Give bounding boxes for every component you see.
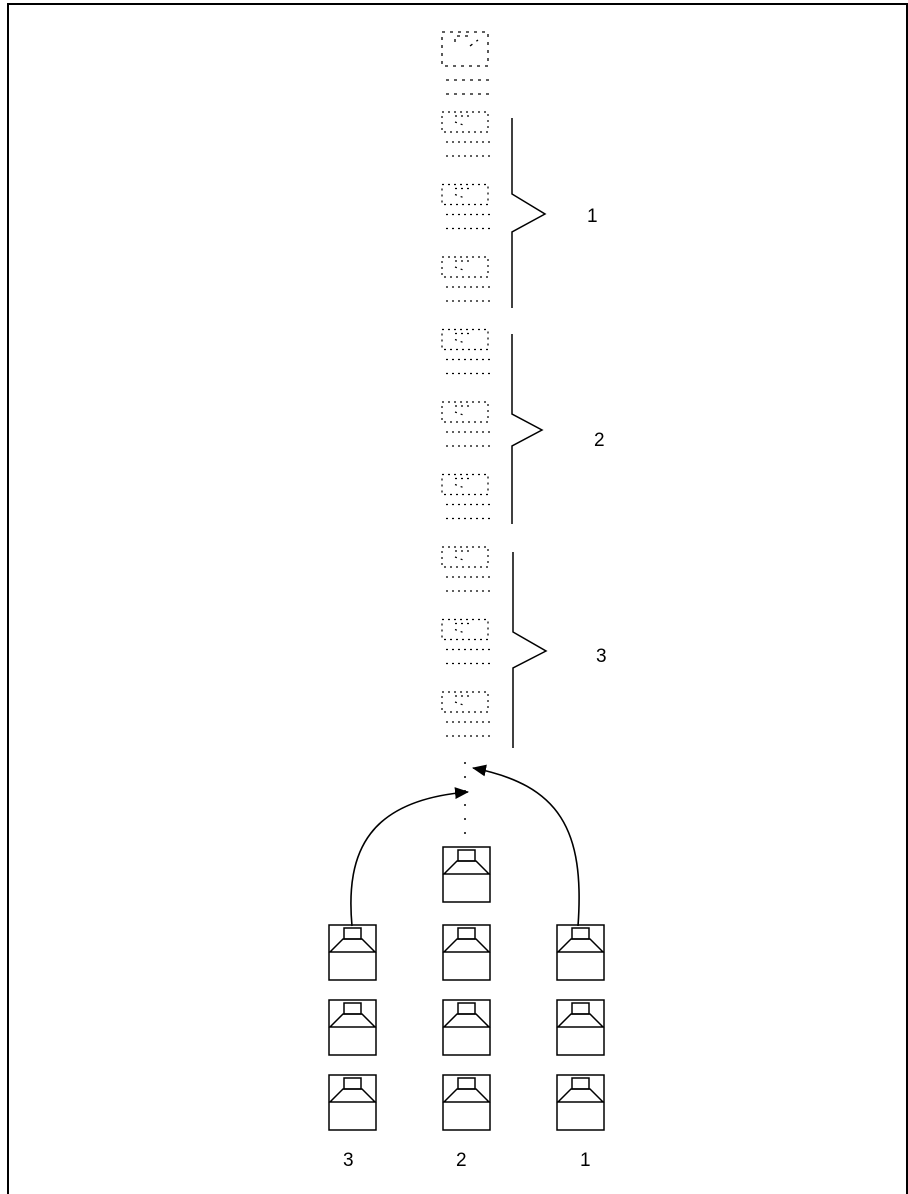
column-label-1: 1 bbox=[580, 1150, 591, 1171]
bed-icon bbox=[443, 925, 490, 980]
group-label-3: 3 bbox=[596, 646, 607, 667]
bed-icon bbox=[443, 1000, 490, 1055]
arrow-from-column-3 bbox=[351, 792, 468, 926]
bed-icon bbox=[557, 925, 604, 980]
column-label-2: 2 bbox=[456, 1150, 467, 1171]
stack-slot bbox=[442, 330, 490, 374]
brace-group-1 bbox=[512, 118, 545, 308]
bed-grid bbox=[329, 847, 604, 1130]
bed-icon bbox=[443, 847, 490, 902]
stack-slot-top bbox=[442, 32, 490, 94]
group-label-1: 1 bbox=[587, 206, 598, 227]
bed-icon bbox=[329, 1000, 376, 1055]
dotted-stack bbox=[442, 32, 490, 842]
stack-slot bbox=[442, 475, 490, 519]
bed-icon bbox=[557, 1000, 604, 1055]
stack-slot bbox=[442, 185, 490, 229]
bed-icon bbox=[329, 1075, 376, 1130]
stack-slot bbox=[442, 402, 490, 446]
stack-slot bbox=[442, 692, 490, 736]
stack-slot bbox=[442, 257, 490, 301]
stack-slot bbox=[442, 620, 490, 664]
stack-slot bbox=[442, 112, 490, 156]
column-label-3: 3 bbox=[343, 1150, 354, 1171]
brace-group-3 bbox=[513, 552, 546, 748]
group-label-2: 2 bbox=[594, 430, 605, 451]
bed-icon bbox=[443, 1075, 490, 1130]
brace-group-2 bbox=[512, 334, 542, 524]
bed-icon bbox=[557, 1075, 604, 1130]
bed-icon bbox=[329, 925, 376, 980]
stack-slot bbox=[442, 547, 490, 591]
